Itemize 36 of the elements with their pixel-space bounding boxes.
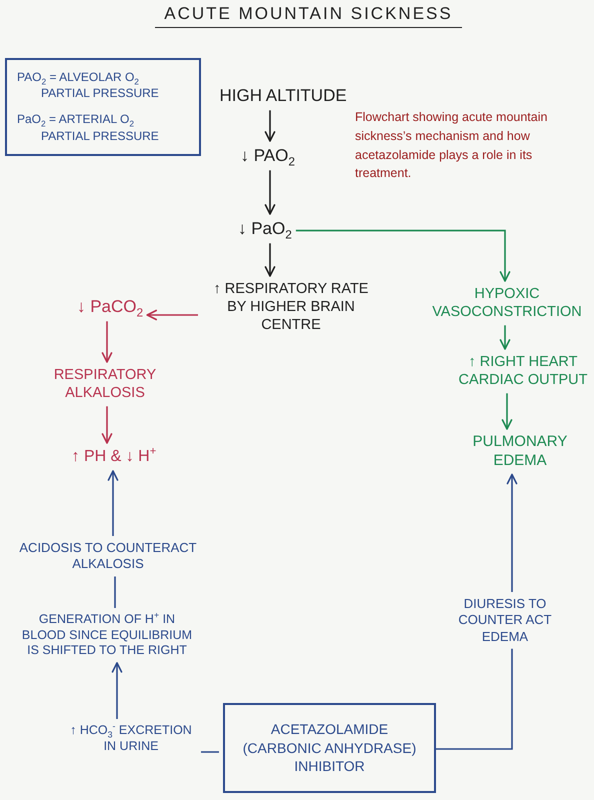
arrow <box>500 325 510 350</box>
connector-line <box>114 576 116 608</box>
definition-text: PaO$_{2}$ = ARTERIAL O$_{2}$ PARTIAL PRESSURE <box>16 111 160 144</box>
drug-label: ACETAZOLAMIDE (CARBONIC ANHYDRASE) INHIBITOR <box>242 720 418 776</box>
arrow <box>502 393 512 430</box>
step-label: ACIDOSIS TO COUNTERACT ALKALOSIS <box>6 540 210 572</box>
drug-box <box>223 703 436 793</box>
step-label: HIGH ALTITUDE <box>220 85 347 106</box>
arrow <box>108 470 118 536</box>
arrow <box>296 230 510 282</box>
arrow <box>264 243 276 277</box>
definition-text: PAO$_{2}$ = ALVEOLAR O$_{2}$ PARTIAL PRESSURE <box>16 69 160 102</box>
step-label: ↑ RESPIRATORY RATE BY HIGHER BRAIN CENTRE <box>202 280 380 334</box>
step-label: GENERATION OF H$^{+}$ IN BLOOD SINCE EQUILIBRIUM IS SHIFTED TO THE RIGHT <box>21 612 193 659</box>
arrow <box>506 474 518 592</box>
step-label: ↑ RIGHT HEART CARDIAC OUTPUT <box>452 353 594 390</box>
step-label: RESPIRATORY ALKALOSIS <box>44 366 166 402</box>
step-label: ↓ PaO$_{2}$ <box>238 218 292 240</box>
step-label: ↑ HCO$_{3}$$^{-}$ EXCRETION IN URINE <box>65 723 197 754</box>
step-label: ↓ PaCO$_{2}$ <box>77 296 144 318</box>
step-label: PULMONARY EDEMA <box>464 433 576 470</box>
connector-line <box>436 648 513 750</box>
arrow <box>264 110 276 142</box>
diagram-title: ACUTE MOUNTAIN SICKNESS <box>155 4 462 28</box>
arrow <box>146 310 198 320</box>
definition-box <box>5 58 201 156</box>
arrow <box>264 170 276 215</box>
step-label: HYPOXIC VASOCONSTRICTION <box>424 285 590 322</box>
arrow <box>112 662 122 719</box>
step-label: ↑ PH & ↓ H$^{+}$ <box>72 447 156 467</box>
caption-text: Flowchart showing acute mountain sickness’s mechanism and how acetazolamide plays a role in its treatment. <box>355 109 548 182</box>
arrow <box>102 406 112 444</box>
step-label: DIURESIS TO COUNTER ACT EDEMA <box>441 596 569 645</box>
connector-line <box>201 751 219 753</box>
arrow <box>102 321 112 363</box>
step-label: ↓ PAO$_{2}$ <box>240 145 295 166</box>
